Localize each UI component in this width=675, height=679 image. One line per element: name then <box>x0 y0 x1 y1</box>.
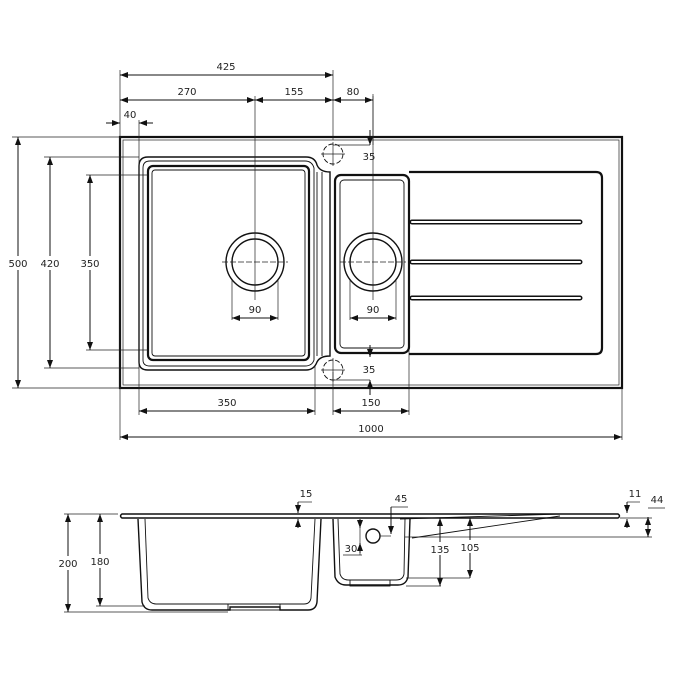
dim-main-drain-offset: 270 <box>177 87 196 98</box>
overflow-icon <box>365 528 381 544</box>
dim-overflow-offset: 45 <box>395 494 408 505</box>
dim-main-bowl-width: 350 <box>217 398 236 409</box>
plan-view: 425 270 155 80 40 35 35 500 420 350 90 9… <box>8 62 624 440</box>
dim-main-bowl-inner-depth: 350 <box>80 259 99 270</box>
dim-drainer-edge-height: 44 <box>651 495 664 506</box>
dim-small-bowl-depth: 135 <box>430 545 449 556</box>
dim-overall-depth: 500 <box>8 259 27 270</box>
dim-rim-thickness: 15 <box>300 489 313 500</box>
dim-drainer-edge-thickness: 11 <box>629 489 642 500</box>
dim-overall-height: 200 <box>58 559 77 570</box>
section-view: 200 180 15 45 30 135 105 11 <box>57 489 665 613</box>
dim-overall-width: 1000 <box>358 424 383 435</box>
dim-drain-to-divider: 155 <box>284 87 303 98</box>
tap-hole-top-icon <box>321 142 345 166</box>
dim-tap-hole-bottom: 35 <box>363 365 376 376</box>
dim-drainer-depth: 105 <box>460 543 479 554</box>
dim-left-to-divider: 425 <box>216 62 235 73</box>
small-bowl-section <box>332 518 411 586</box>
drainer-board <box>409 170 604 356</box>
dim-main-bowl-outer-depth: 420 <box>40 259 59 270</box>
dim-left-margin: 40 <box>124 110 137 121</box>
dim-main-drain-diameter: 90 <box>249 305 262 316</box>
dim-divider-to-small-drain: 80 <box>347 87 360 98</box>
dim-bowl-depth: 180 <box>90 557 109 568</box>
main-bowl <box>138 96 331 371</box>
countertop-slab <box>119 513 621 519</box>
main-bowl-section <box>137 518 322 611</box>
dim-overflow-diameter: 30 <box>345 544 358 555</box>
dim-tap-hole-top: 35 <box>363 152 376 163</box>
dim-small-drain-diameter: 90 <box>367 305 380 316</box>
dim-small-bowl-width: 150 <box>361 398 380 409</box>
